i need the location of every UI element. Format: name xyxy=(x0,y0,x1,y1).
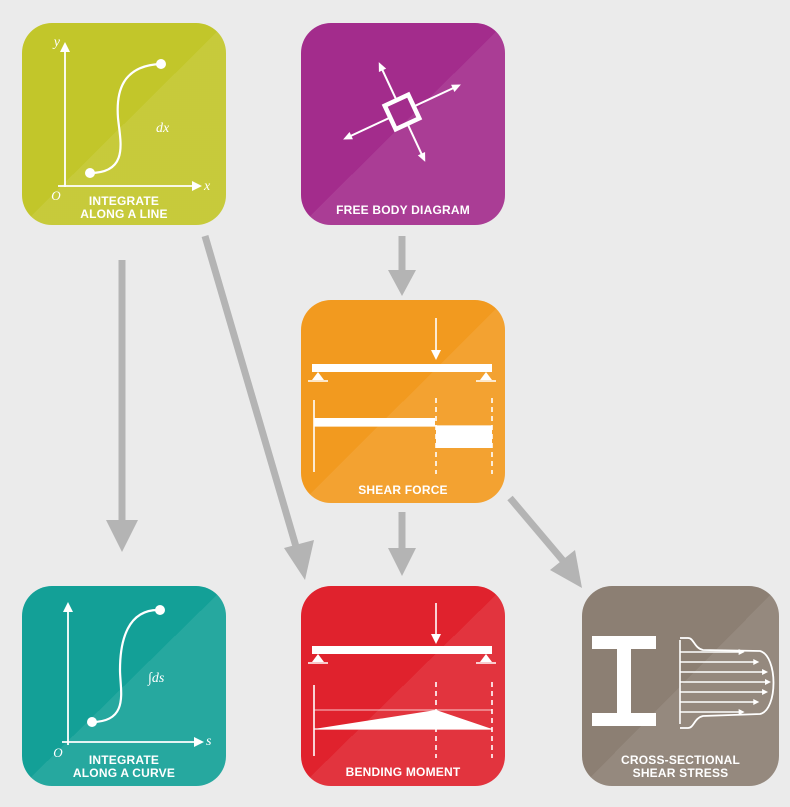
y-axis-arrowhead xyxy=(60,42,70,52)
dx-annotation: dx xyxy=(156,121,170,136)
stress-arrowhead xyxy=(762,669,769,675)
label-integrate-along-curve: INTEGRATE ALONG A CURVE xyxy=(22,754,226,780)
shear-block-left xyxy=(314,418,435,426)
moment-triangle xyxy=(314,710,492,729)
curve-end-point xyxy=(156,59,166,69)
connector-arrows xyxy=(106,235,582,588)
beam xyxy=(312,646,492,654)
stress-arrowhead xyxy=(753,699,760,705)
y-axis-label: y xyxy=(52,35,61,50)
label-integrate-along-line: INTEGRATE ALONG A LINE xyxy=(22,195,226,221)
i-beam-section xyxy=(592,636,656,726)
label-line-1: INTEGRATE xyxy=(88,194,160,208)
arrow-integrate-line-to-curve xyxy=(106,260,138,552)
path-curve xyxy=(89,62,161,175)
load-arrowhead xyxy=(431,350,441,360)
left-support xyxy=(312,372,324,380)
card-free-body-diagram xyxy=(301,23,505,225)
x-axis-arrowhead xyxy=(192,181,202,191)
curve-start-point xyxy=(85,168,95,178)
path-curve xyxy=(91,608,159,724)
label-line-2: ALONG A CURVE xyxy=(72,766,176,780)
arrow-integrate-line-to-bending xyxy=(201,235,314,580)
label-line-1: FREE BODY DIAGRAM xyxy=(336,203,470,217)
card-integrate-along-curve: s O ∫ds xyxy=(22,586,226,786)
stress-arrowhead xyxy=(765,679,771,685)
label-line-1: CROSS-SECTIONAL xyxy=(620,753,740,767)
label-free-body-diagram: FREE BODY DIAGRAM xyxy=(301,204,505,217)
stress-arrowhead xyxy=(762,689,769,695)
stress-arrowhead xyxy=(753,659,760,665)
label-bending-moment: BENDING MOMENT xyxy=(301,766,505,779)
right-support xyxy=(480,372,492,380)
label-line-2: SHEAR STRESS xyxy=(632,766,729,780)
label-line-2: ALONG A LINE xyxy=(80,207,168,221)
label-line-1: SHEAR FORCE xyxy=(358,483,448,497)
stress-arrowhead xyxy=(738,709,745,715)
s-axis-label: s xyxy=(206,734,212,749)
shear-block-right xyxy=(436,426,492,448)
arrow-free-body-to-shear xyxy=(388,236,416,296)
label-line-1: INTEGRATE xyxy=(88,753,160,767)
element-square xyxy=(381,91,423,133)
card-cross-sectional-shear-stress xyxy=(582,586,779,786)
origin-label: O xyxy=(53,745,63,760)
arrow-shear-to-cross-sectional xyxy=(507,495,582,588)
arrow-shear-to-bending xyxy=(388,512,416,576)
card-shear-force xyxy=(301,300,505,503)
origin-label: O xyxy=(51,188,61,203)
curve-start-point xyxy=(87,717,97,727)
curve-end-point xyxy=(155,605,165,615)
stress-distribution xyxy=(679,637,775,729)
card-bending-moment xyxy=(301,586,505,786)
card-integrate-along-line: y x O dx xyxy=(22,23,226,225)
label-line-1: BENDING MOMENT xyxy=(345,765,461,779)
label-shear-force: SHEAR FORCE xyxy=(301,484,505,497)
label-cross-sectional-shear-stress: CROSS-SECTIONAL SHEAR STRESS xyxy=(582,754,779,780)
x-axis-label: x xyxy=(203,179,211,194)
ds-annotation: ∫ds xyxy=(147,671,165,686)
stress-arrowhead xyxy=(738,649,745,655)
beam xyxy=(312,364,492,372)
